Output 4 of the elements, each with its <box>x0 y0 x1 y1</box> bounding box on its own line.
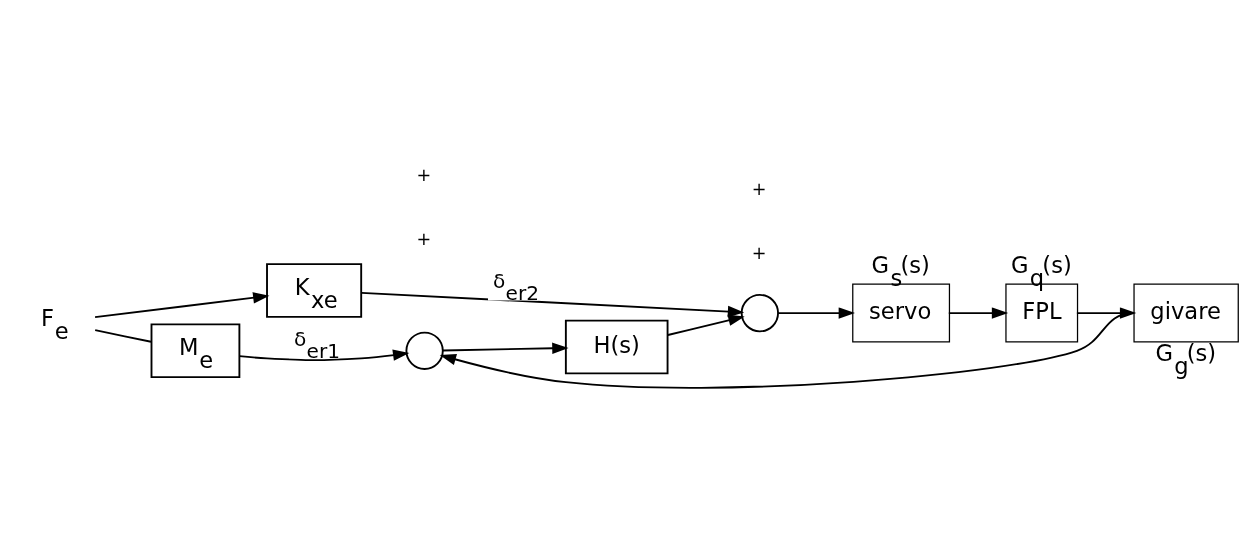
label: + <box>416 228 432 249</box>
label: + <box>751 242 767 263</box>
label: + <box>751 178 767 199</box>
label: + <box>416 164 432 185</box>
